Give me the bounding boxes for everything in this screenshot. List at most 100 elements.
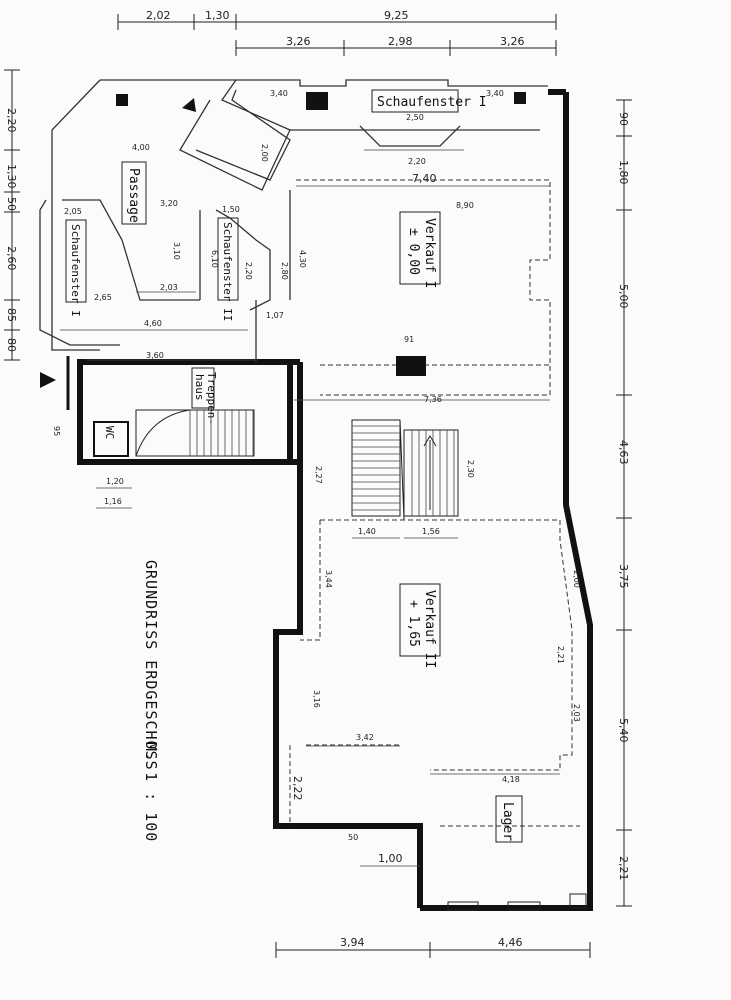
dim-inner: 1,00 [378,852,403,865]
dim-left-85: 85 [5,308,18,322]
label-box [121,161,147,225]
room-label-verkauf1-level: ± 0,00 [406,228,421,275]
label-box [399,583,441,657]
verkauf2-outline [289,519,580,827]
dim-top-925: 9,25 [384,9,409,22]
dim-right-180: 1,80 [617,160,630,185]
room-label-passage: Passage [126,168,141,223]
dim-inner: 3,60 [146,351,164,360]
top-dimension-chain [117,14,557,56]
dim-right-500: 5,00 [617,284,630,309]
dim-inner: 4,18 [502,775,520,784]
dim-inner: 4,30 [298,250,307,268]
dim-inner: 2,00 [572,570,581,588]
dim-left-260: 2,60 [5,246,18,271]
dim-right-463: 4,63 [617,440,630,465]
pillar [306,92,328,110]
dim-inner: 2,20 [244,262,253,280]
dim-inner: 3,42 [356,733,374,742]
dim-left-220: 2,20 [5,108,18,133]
left-dimension-chain [4,69,20,361]
label-box [399,211,441,285]
dim-bottom-446: 4,46 [498,936,523,949]
dim-bottom-394: 3,94 [340,936,365,949]
dim-inner: 2,05 [64,207,82,216]
room-label-verkauf2-level: + 1,65 [406,600,421,647]
stair-treads [189,410,254,456]
dim-inner: 91 [404,335,414,344]
room-label-schaufenster-mid: Schaufenster II [221,222,234,321]
dim-top-326b: 3,26 [500,35,525,48]
room-label-lager: Lager [500,802,515,841]
dim-inner: 2,50 [406,113,424,122]
pillar [182,98,196,112]
label-box [217,217,239,301]
dim-inner: 2,80 [280,262,289,280]
dim-inner: 1,16 [104,497,122,506]
dim-inner: 50 [348,833,358,842]
dim-inner: 3,44 [324,570,333,588]
dim-right-90: 90 [617,112,630,126]
dim-inner: 3,20 [160,199,178,208]
dim-inner: 7,40 [412,172,437,185]
dim-right-540: 5,40 [617,718,630,743]
storefront-outline [39,79,548,362]
pillar [116,94,128,106]
dim-inner: 8,90 [456,201,474,210]
dim-inner: 1,50 [222,205,240,214]
dim-inner: 4,00 [132,143,150,152]
dim-inner: 2,03 [572,704,581,722]
main-stair [351,419,459,521]
dim-inner: 3,10 [172,242,181,260]
dim-left-50: 50 [5,197,18,211]
dim-left-80: 80 [5,338,18,352]
dim-inner: 6,10 [210,250,219,268]
pillar [396,356,426,376]
dim-top-202: 2,02 [146,9,171,22]
treppenhaus-stair [135,409,255,457]
dim-right-221: 2,21 [617,856,630,881]
dim-inner: 2,22 [291,776,304,801]
wc-room [93,421,129,457]
dim-inner: 1,07 [266,311,284,320]
verkauf1-outline [296,179,551,396]
dim-inner: 95 [52,426,61,436]
dim-inner: 2,00 [260,144,269,162]
dim-inner: 2,03 [160,283,178,292]
label-box [65,219,87,303]
right-dimension-chain [616,99,632,907]
dim-inner: 1,56 [422,527,440,536]
bottom-windows [447,893,587,911]
label-box [371,89,459,113]
pillar [514,92,526,104]
label-box [191,367,215,409]
dim-inner: 2,65 [94,293,112,302]
dim-inner: 7,36 [424,395,442,404]
stair-arrow [423,435,437,510]
room-label-verkauf1: Verkauf I [422,218,437,288]
drawing-scale: M. 1 : 100 [142,742,160,842]
dim-inner: 2,21 [556,646,565,664]
dim-left-130: 1,30 [5,164,18,189]
dim-right-375: 3,75 [617,564,630,589]
room-label-schaufenster-top: Schaufenster I [377,95,487,110]
dim-inner: 3,40 [270,89,288,98]
dim-inner: 2,20 [408,157,426,166]
dim-inner: 1,40 [358,527,376,536]
dim-top-326a: 3,26 [286,35,311,48]
section-marker [40,372,56,388]
room-label-wc: WC [103,426,116,439]
dim-inner: 2,27 [314,466,323,484]
wall-thin-right [66,356,82,462]
room-label-treppenhaus-1: Treppen- [205,372,218,425]
drawing-title: GRUNDRISS ERDGESCHOSS [142,560,160,771]
room-label-treppenhaus-2: haus [193,374,206,401]
inner-dimension-lines [60,149,560,867]
stair-treads [352,425,455,516]
dim-top-130: 1,30 [205,9,230,22]
label-box [495,795,523,843]
room-label-verkauf2: Verkauf II [422,590,437,668]
dim-top-298: 2,98 [388,35,413,48]
dim-inner: 3,40 [486,89,504,98]
